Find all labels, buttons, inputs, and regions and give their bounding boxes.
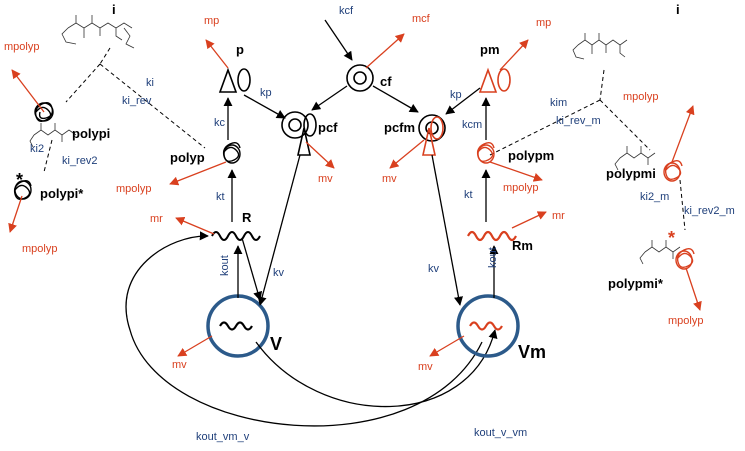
- deg-mp-right: mp: [536, 17, 551, 29]
- deg-mr-right: mr: [552, 210, 565, 222]
- node-Vm: Vm: [518, 342, 546, 362]
- rate-kt-left: kt: [216, 191, 225, 203]
- polymerase-icon: [663, 159, 683, 182]
- deg-mv-V: mv: [172, 359, 187, 371]
- node-pcf: pcf: [318, 120, 338, 135]
- node-p: p: [236, 42, 244, 57]
- node-polypi: polypi: [72, 126, 110, 141]
- rate-kout-vm-v: kout_vm_v: [196, 431, 250, 443]
- node-polypmi-star: polypmi*: [608, 276, 664, 291]
- drug-structure-icon: [614, 146, 656, 171]
- deg-mv-pcf: mv: [318, 173, 333, 185]
- node-pm: pm: [480, 42, 500, 57]
- rate-kp-right: kp: [450, 89, 462, 101]
- node-i-right: i: [676, 2, 680, 17]
- node-cf: cf: [380, 74, 392, 89]
- deg-mpolyp-tr: mpolyp: [623, 91, 658, 103]
- mutant-reaction-arrows: [431, 87, 499, 306]
- deg-mpolyp-tl: mpolyp: [4, 41, 39, 53]
- rate-kout-left: kout: [219, 255, 231, 276]
- node-i-left: i: [112, 2, 116, 17]
- drug-structure-icon: [639, 240, 681, 265]
- protein-triangle-icon: [218, 67, 251, 93]
- polymerase-icon: [675, 247, 695, 270]
- rate-ki-rev-m: ki_rev_m: [556, 115, 601, 127]
- rna-wave-icon: [211, 231, 261, 241]
- rate-kc: kc: [214, 117, 226, 129]
- deg-mpolyp-polypm: mpolyp: [503, 182, 538, 194]
- star-left: *: [16, 170, 23, 190]
- deg-mpolyp-br: mpolyp: [668, 315, 703, 327]
- node-R: R: [242, 210, 252, 225]
- node-polypmi: polypmi: [606, 166, 656, 181]
- deg-mv-Vm: mv: [418, 361, 433, 373]
- rate-kcm: kcm: [462, 119, 482, 131]
- deg-mcf: mcf: [412, 13, 431, 25]
- rate-kout-right: kout: [487, 247, 499, 268]
- protein-cofactor-complex-icon: [281, 111, 317, 156]
- deg-mv-pcfm: mv: [382, 173, 397, 185]
- vesicle-circle-icon: [456, 294, 520, 358]
- rate-kout-v-vm: kout_v_vm: [474, 427, 527, 439]
- protein-triangle-icon: [478, 67, 511, 93]
- polymerase-icon: [34, 101, 54, 123]
- deg-mpolyp-polyp: mpolyp: [116, 183, 151, 195]
- drug-structure-icon: [29, 123, 77, 148]
- polymerase-icon: [476, 141, 495, 164]
- rate-kv-left: kv: [273, 267, 285, 279]
- drug-structure-icon: [61, 15, 135, 49]
- inhibitor-binding-lines: [43, 47, 686, 231]
- rate-kv-right: kv: [428, 263, 440, 275]
- rate-kim: kim: [550, 97, 567, 109]
- node-pcfm: pcfm: [384, 120, 415, 135]
- node-polyp: polyp: [170, 150, 205, 165]
- protein-cofactor-complex-icon: [418, 114, 446, 156]
- deg-mpolyp-bl: mpolyp: [22, 243, 57, 255]
- deg-mr-left: mr: [150, 213, 163, 225]
- star-right: *: [668, 228, 675, 248]
- black-reaction-arrows: [125, 19, 498, 427]
- cofactor-icon: [346, 64, 374, 92]
- rate-kcf: kcf: [339, 5, 354, 17]
- rna-wave-icon: [467, 230, 517, 242]
- rate-ki: ki: [146, 77, 154, 89]
- polymerase-icon: [13, 179, 32, 201]
- rate-ki-rev2-m: ki_rev2_m: [684, 205, 735, 217]
- node-polypm: polypm: [508, 148, 554, 163]
- rate-ki-rev: ki_rev: [122, 95, 152, 107]
- rate-ki-rev2: ki_rev2: [62, 155, 97, 167]
- drug-structure-icon: [572, 33, 628, 60]
- rate-ki2-m: ki2_m: [640, 191, 669, 203]
- rate-kp-left: kp: [260, 87, 272, 99]
- rate-kt-right: kt: [464, 189, 473, 201]
- node-V: V: [270, 334, 282, 354]
- node-Rm: Rm: [512, 238, 533, 253]
- degradation-arrows: [8, 33, 702, 357]
- polymerase-icon: [222, 141, 241, 164]
- rate-ki2: ki2: [30, 143, 44, 155]
- deg-mp-left: mp: [204, 15, 219, 27]
- node-polypi-star: polypi*: [40, 186, 84, 201]
